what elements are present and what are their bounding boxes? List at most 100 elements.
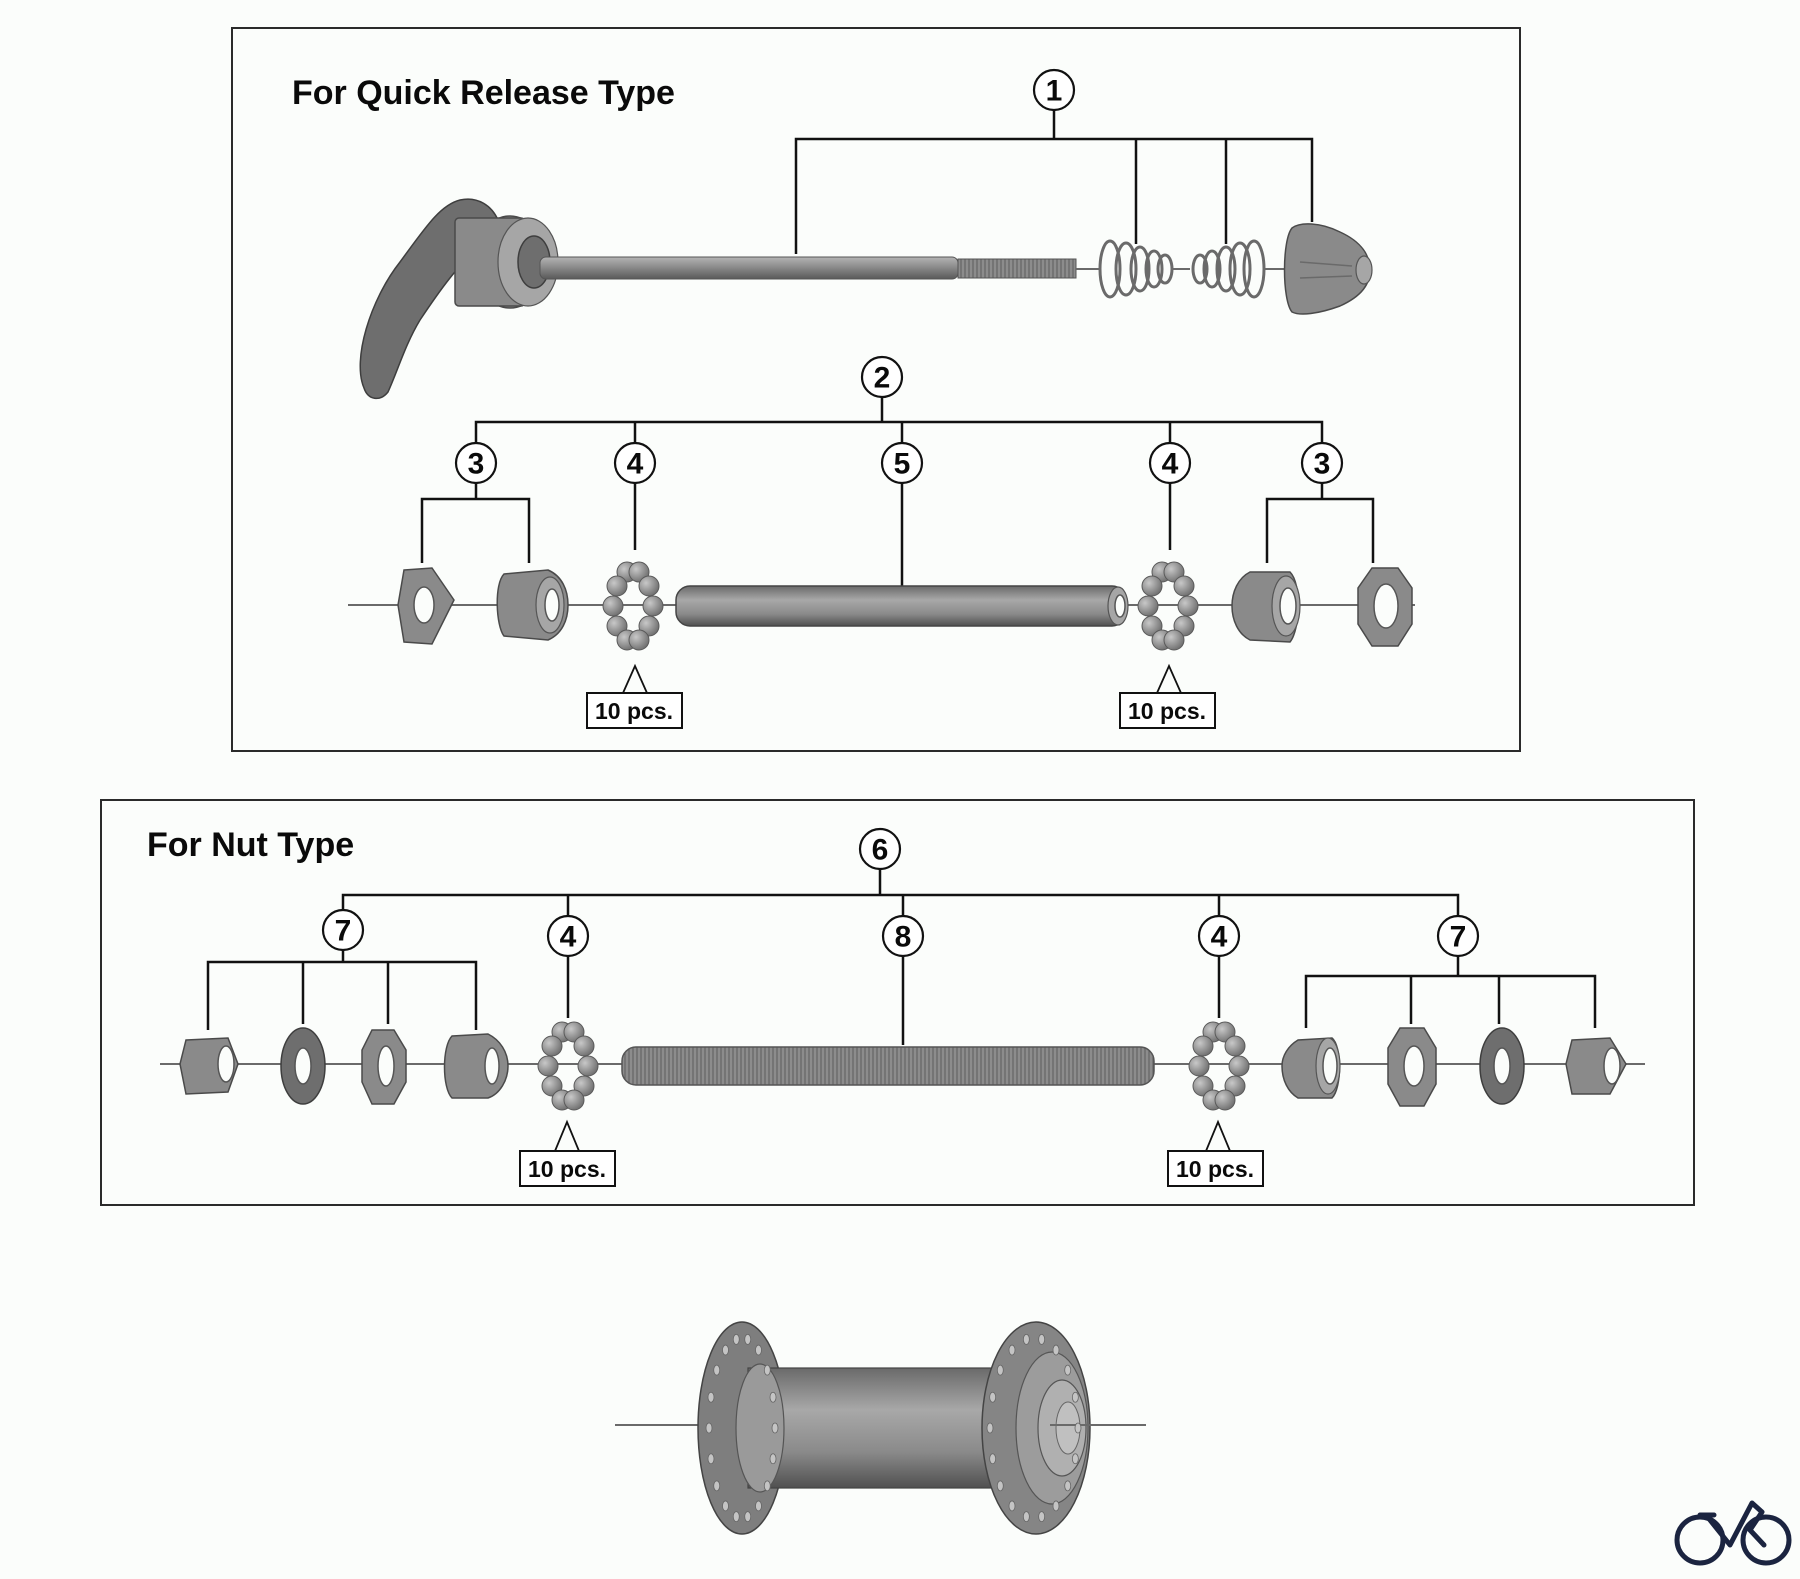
spoke-hole xyxy=(989,1391,997,1403)
svg-text:4: 4 xyxy=(1162,448,1179,481)
bearing-ball xyxy=(1188,1055,1210,1077)
callout-2[interactable]: 2 xyxy=(860,355,904,399)
spoke-hole xyxy=(722,1500,729,1512)
quantity-label-right-nut: 10 pcs. xyxy=(1167,1119,1264,1187)
hub-nut-right[interactable] xyxy=(1565,1037,1627,1095)
spoke-hole xyxy=(1052,1500,1060,1512)
svg-text:2: 2 xyxy=(874,362,891,395)
bearing-ball xyxy=(563,1089,585,1111)
spoke-hole xyxy=(744,1333,752,1345)
bearing-ball xyxy=(628,629,650,651)
hollow-hub-axle[interactable] xyxy=(675,585,1129,627)
spoke-hole xyxy=(732,1333,740,1345)
spoke-hole xyxy=(755,1500,762,1512)
spring-right[interactable] xyxy=(1191,239,1266,299)
spoke-hole xyxy=(996,1364,1004,1376)
spoke-hole xyxy=(996,1480,1004,1492)
lock-nut-right-nut[interactable] xyxy=(1387,1027,1437,1107)
callout-7-left-leaders xyxy=(206,950,478,1030)
spoke-holes-left xyxy=(705,1333,779,1523)
bearing-ball xyxy=(1228,1055,1250,1077)
bearing-ball xyxy=(606,575,628,597)
svg-text:7: 7 xyxy=(335,915,352,948)
svg-text:10 pcs.: 10 pcs. xyxy=(1176,1156,1254,1182)
quick-release-adjusting-nut[interactable] xyxy=(1283,223,1373,315)
callout-4-left[interactable]: 4 xyxy=(613,441,657,485)
lock-nut-left-nut[interactable] xyxy=(361,1029,407,1105)
spoke-hole xyxy=(1038,1511,1046,1523)
lock-washer-right[interactable] xyxy=(1479,1027,1525,1105)
spoke-hole xyxy=(1071,1391,1079,1403)
spoke-holes-right xyxy=(986,1333,1082,1523)
bearing-ball xyxy=(1163,629,1185,651)
nut-type-frame xyxy=(100,799,1695,1206)
svg-text:4: 4 xyxy=(560,921,577,954)
quick-release-rod[interactable] xyxy=(539,256,1100,280)
callout-3-right[interactable]: 3 xyxy=(1300,441,1344,485)
spoke-hole xyxy=(763,1480,771,1492)
svg-text:5: 5 xyxy=(894,448,911,481)
svg-text:1: 1 xyxy=(1046,75,1063,108)
callout-3-right-leaders xyxy=(1265,483,1375,563)
spoke-hole xyxy=(713,1480,721,1492)
cone-left[interactable] xyxy=(496,569,569,641)
callout-8[interactable]: 8 xyxy=(881,914,925,958)
spoke-hole xyxy=(755,1344,762,1356)
quick-release-section: For Quick Release Type 1 xyxy=(231,27,1521,752)
callout-1[interactable]: 1 xyxy=(1032,68,1076,112)
callout-3-left[interactable]: 3 xyxy=(454,441,498,485)
svg-text:4: 4 xyxy=(1211,921,1228,954)
callout-6[interactable]: 6 xyxy=(858,827,902,871)
cone-right-nut[interactable] xyxy=(1281,1037,1341,1099)
lock-washer-left[interactable] xyxy=(280,1027,326,1105)
hub-body[interactable] xyxy=(615,1321,1146,1535)
spoke-hole xyxy=(769,1453,777,1465)
spoke-hole xyxy=(744,1511,752,1523)
svg-text:3: 3 xyxy=(468,448,485,481)
callout-4-right-nut[interactable]: 4 xyxy=(1197,914,1241,958)
cone-right[interactable] xyxy=(1231,571,1301,643)
spoke-hole xyxy=(1008,1500,1016,1512)
solid-threaded-hub-axle[interactable] xyxy=(621,1046,1155,1086)
callout-2-leaders xyxy=(474,396,1324,443)
quick-release-lever[interactable] xyxy=(359,198,559,400)
spoke-hole xyxy=(1008,1344,1016,1356)
callout-3-left-leaders xyxy=(420,483,531,563)
spoke-hole xyxy=(1052,1344,1060,1356)
spoke-hole xyxy=(732,1511,740,1523)
svg-text:10 pcs.: 10 pcs. xyxy=(1128,698,1206,724)
spoke-hole xyxy=(986,1422,994,1434)
svg-text:3: 3 xyxy=(1314,448,1331,481)
ball-bearings-left-nut[interactable] xyxy=(537,1021,599,1111)
ball-bearings-right[interactable] xyxy=(1137,561,1199,651)
callout-7-right[interactable]: 7 xyxy=(1436,914,1480,958)
callout-7-left[interactable]: 7 xyxy=(321,908,365,952)
bearing-ball xyxy=(1141,575,1163,597)
callout-5[interactable]: 5 xyxy=(880,441,924,485)
bearing-ball xyxy=(1192,1035,1214,1057)
cone-left-nut[interactable] xyxy=(443,1033,509,1099)
spoke-hole xyxy=(1038,1333,1046,1345)
bearing-ball xyxy=(1173,575,1195,597)
spring-left[interactable] xyxy=(1098,239,1174,299)
svg-text:7: 7 xyxy=(1450,921,1467,954)
lock-nut-left[interactable] xyxy=(397,567,455,645)
svg-text:6: 6 xyxy=(872,834,889,867)
spoke-hole xyxy=(989,1453,997,1465)
svg-text:4: 4 xyxy=(627,448,644,481)
spoke-hole xyxy=(1064,1480,1072,1492)
svg-text:10 pcs.: 10 pcs. xyxy=(528,1156,606,1182)
bicycle-logo xyxy=(1674,1500,1792,1566)
ball-bearings-left[interactable] xyxy=(602,561,664,651)
hub-nut-left[interactable] xyxy=(179,1037,239,1095)
spoke-hole xyxy=(763,1364,771,1376)
callout-4-right[interactable]: 4 xyxy=(1148,441,1192,485)
ball-bearings-right-nut[interactable] xyxy=(1188,1021,1250,1111)
bearing-ball xyxy=(602,595,624,617)
callout-4-left-nut[interactable]: 4 xyxy=(546,914,590,958)
callout-6-leaders xyxy=(341,869,1460,916)
lock-nut-right[interactable] xyxy=(1357,567,1413,647)
svg-text:10 pcs.: 10 pcs. xyxy=(595,698,673,724)
callout-1-leaders xyxy=(794,108,1314,254)
spoke-hole xyxy=(707,1453,715,1465)
